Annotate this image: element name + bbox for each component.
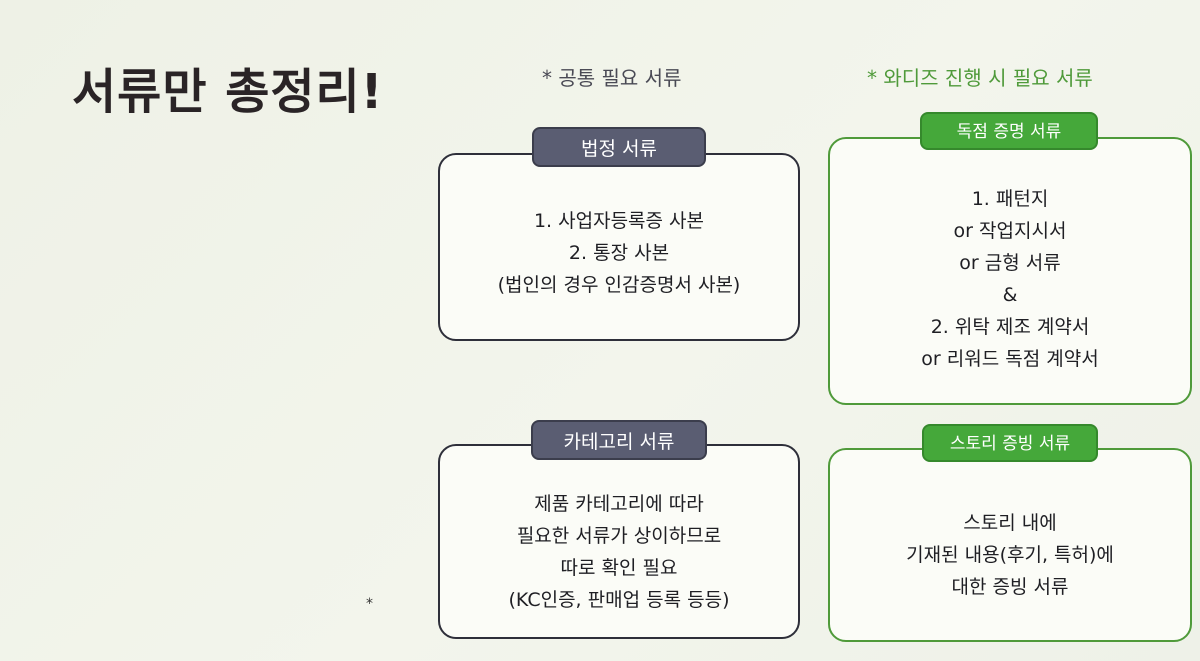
- exclusive-docs-line-3: or 금형 서류: [959, 252, 1061, 274]
- story-docs-line-2: 기재된 내용(후기, 특허)에: [906, 544, 1114, 566]
- exclusive-docs-label: 독점 증명 서류: [920, 112, 1098, 150]
- exclusive-docs-line-5: 2. 위탁 제조 계약서: [930, 316, 1090, 338]
- category-docs-line-1: 제품 카테고리에 따라: [534, 492, 704, 515]
- story-docs-line-1: 스토리 내에: [963, 512, 1057, 534]
- legal-docs-line-2: 2. 통장 사본: [568, 242, 670, 264]
- legal-docs-content: 1. 사업자등록증 사본 2. 통장 사본 (법인의 경우 인감증명서 사본): [440, 205, 798, 301]
- story-docs-label: 스토리 증빙 서류: [922, 424, 1098, 462]
- common-docs-caption: * 공통 필요 서류: [542, 66, 682, 90]
- wadiz-docs-caption: * 와디즈 진행 시 필요 서류: [867, 66, 1093, 90]
- legal-docs-line-3: (법인의 경우 인감증명서 사본): [497, 274, 741, 296]
- stray-asterisk: *: [366, 596, 373, 612]
- category-docs-content: 제품 카테고리에 따라 필요한 서류가 상이하므로 따로 확인 필요 (KC인증…: [440, 488, 798, 616]
- story-docs-content: 스토리 내에 기재된 내용(후기, 특허)에 대한 증빙 서류: [830, 507, 1190, 603]
- story-docs-line-3: 대한 증빙 서류: [951, 576, 1069, 598]
- story-docs-box: 스토리 내에 기재된 내용(후기, 특허)에 대한 증빙 서류: [828, 448, 1192, 642]
- exclusive-docs-line-2: or 작업지시서: [953, 220, 1067, 242]
- category-docs-line-3: 따로 확인 필요: [560, 556, 678, 579]
- exclusive-docs-line-1: 1. 패턴지: [971, 188, 1049, 210]
- exclusive-docs-content: 1. 패턴지 or 작업지시서 or 금형 서류 & 2. 위탁 제조 계약서 …: [830, 183, 1190, 375]
- legal-docs-box: 1. 사업자등록증 사본 2. 통장 사본 (법인의 경우 인감증명서 사본): [438, 153, 800, 341]
- exclusive-docs-line-6: or 리워드 독점 계약서: [921, 348, 1099, 370]
- legal-docs-line-1: 1. 사업자등록증 사본: [533, 210, 705, 232]
- category-docs-box: 제품 카테고리에 따라 필요한 서류가 상이하므로 따로 확인 필요 (KC인증…: [438, 444, 800, 639]
- category-docs-line-2: 필요한 서류가 상이하므로: [516, 524, 722, 547]
- page-title: 서류만 총정리!: [72, 64, 384, 120]
- exclusive-docs-line-4: &: [1002, 284, 1018, 306]
- category-docs-line-4: (KC인증, 판매업 등록 등등): [508, 588, 730, 611]
- exclusive-docs-box: 1. 패턴지 or 작업지시서 or 금형 서류 & 2. 위탁 제조 계약서 …: [828, 137, 1192, 405]
- legal-docs-label: 법정 서류: [532, 127, 706, 167]
- category-docs-label: 카테고리 서류: [531, 420, 707, 460]
